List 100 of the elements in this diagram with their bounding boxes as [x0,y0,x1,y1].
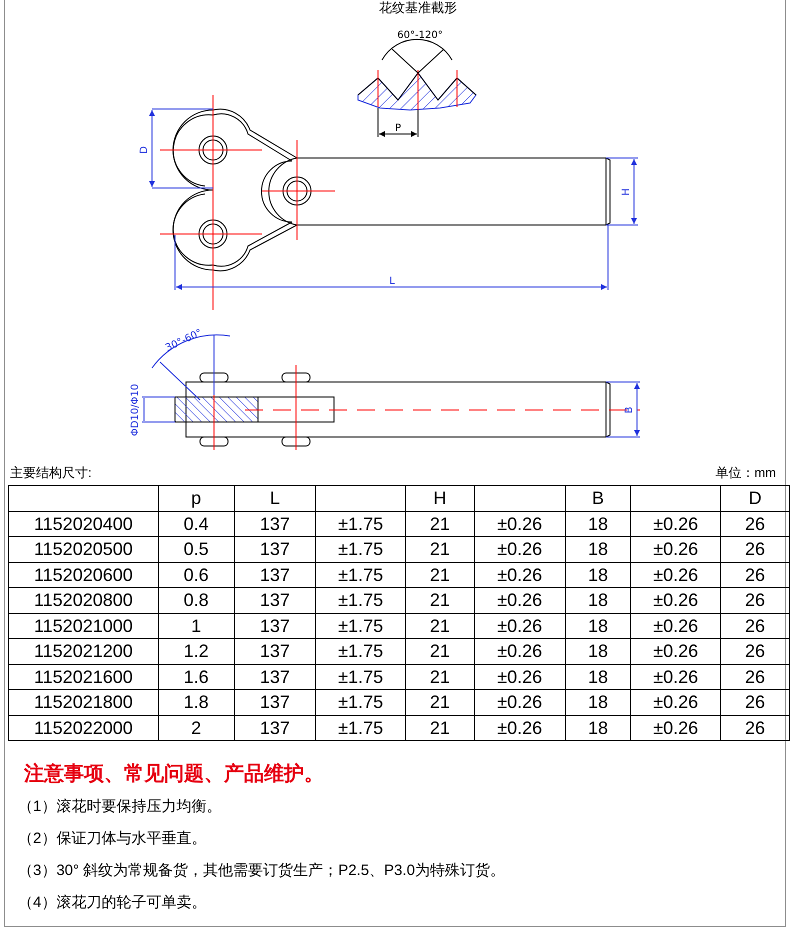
table-value: 26 [745,692,766,712]
table-value: ±0.26 [653,514,698,534]
note-text: （2）保证刀体与水平垂直。 [18,829,206,848]
part-number: 1152021000 [34,616,133,636]
table-value: 18 [588,564,608,585]
table-value: 137 [260,590,290,610]
table-value: 137 [260,564,290,585]
note-text: （3）30° 斜纹为常规备货，其他需要订货生产；P2.5、P3.0为特殊订货。 [18,861,505,880]
table-caption: 主要结构尺寸: [10,464,92,482]
column-header: B [592,488,604,508]
table-value: 21 [430,641,450,662]
table-value: 18 [588,666,608,687]
table-value: ±0.26 [653,641,698,662]
part-number: 1152021600 [34,666,133,687]
table-value: 0.4 [184,514,209,534]
table-value: 18 [588,692,608,712]
note-text: （1）滚花时要保持压力均衡。 [18,797,222,816]
dimension-label: H [621,188,632,196]
table-value: 1.6 [184,666,209,687]
unit-note: 单位：mm [715,464,776,482]
table-value: 21 [430,718,450,738]
table-value: 18 [588,718,608,738]
column-header: L [270,488,280,508]
table-value: ±1.75 [338,641,384,662]
table-value: 21 [430,539,450,560]
table-value: 21 [430,564,450,585]
table-value: 21 [430,666,450,687]
table-value: 21 [430,590,450,610]
table-value: 26 [745,514,766,534]
table-value: ±1.75 [338,718,384,738]
table-value: ±0.26 [653,539,698,560]
table-value: ±1.75 [338,564,384,585]
table-value: ±1.75 [338,590,384,610]
table-value: 0.8 [184,590,209,610]
table-value: 137 [260,692,290,712]
table-value: 18 [588,641,608,662]
part-number: 1152021200 [34,641,133,662]
table-value: 18 [588,539,608,560]
table-value: ±0.26 [653,692,698,712]
table-value: 21 [430,692,450,712]
dimension-label: ΦD10/Φ10 [130,384,141,436]
table-value: 137 [260,616,290,636]
table-value: 1.2 [184,641,209,662]
part-number: 1152020400 [34,514,133,534]
table-value: ±0.26 [497,692,542,712]
dimension-label: 60°-120° [397,30,443,41]
table-value: 26 [745,616,766,636]
table-value: ±0.26 [497,666,542,687]
table-value: 1.8 [184,692,209,712]
dimension-label: B [624,406,635,414]
dimension-label: P [394,123,402,134]
table-value: ±0.26 [653,666,698,687]
part-number: 1152020800 [34,590,133,610]
table-value: 137 [260,718,290,738]
table-value: ±1.75 [338,539,384,560]
table-value: 137 [260,539,290,560]
table-value: ±0.26 [653,590,698,610]
table-value: 1 [191,616,202,636]
table-value: ±0.26 [497,590,542,610]
part-number: 1152021800 [34,692,133,712]
table-value: 0.5 [184,539,209,560]
part-number: 1152020500 [34,539,133,560]
table-value: 26 [745,641,766,662]
table-value: 137 [260,641,290,662]
table-value: 26 [745,718,766,738]
table-value: ±1.75 [338,514,384,534]
column-header: H [433,488,446,508]
table-value: ±0.26 [497,564,542,585]
column-header: D [748,488,762,508]
table-value: ±0.26 [497,514,542,534]
table-value: 2 [191,718,202,738]
table-value: 18 [588,590,608,610]
table-value: ±0.26 [653,564,698,585]
table-value: 21 [430,616,450,636]
table-value: ±0.26 [497,718,542,738]
section-title: 花纹基准截形 [379,1,457,16]
table-value: ±0.26 [653,718,698,738]
table-value: ±1.75 [338,666,384,687]
table-value: 26 [745,666,766,687]
part-number: 1152022000 [34,718,133,738]
dimension-label: L [389,276,395,287]
table-value: ±0.26 [497,539,542,560]
table-value: 137 [260,514,290,534]
table-value: 21 [430,514,450,534]
table-value: ±0.26 [497,641,542,662]
part-number: 1152020600 [34,564,133,585]
dimension-label: D [139,146,150,154]
table-value: 26 [745,590,766,610]
table-value: 0.6 [184,564,209,585]
note-text: （4）滚花刀的轮子可单卖。 [18,893,206,912]
table-value: 26 [745,539,766,560]
section-heading: 注意事项、常见问题、产品维护。 [24,762,324,787]
table-value: 137 [260,666,290,687]
table-value: ±1.75 [338,692,384,712]
column-header: p [191,488,202,508]
table-value: ±0.26 [497,616,542,636]
table-value: 26 [745,564,766,585]
table-value: 18 [588,616,608,636]
table-value: ±0.26 [653,616,698,636]
table-value: ±1.75 [338,616,384,636]
